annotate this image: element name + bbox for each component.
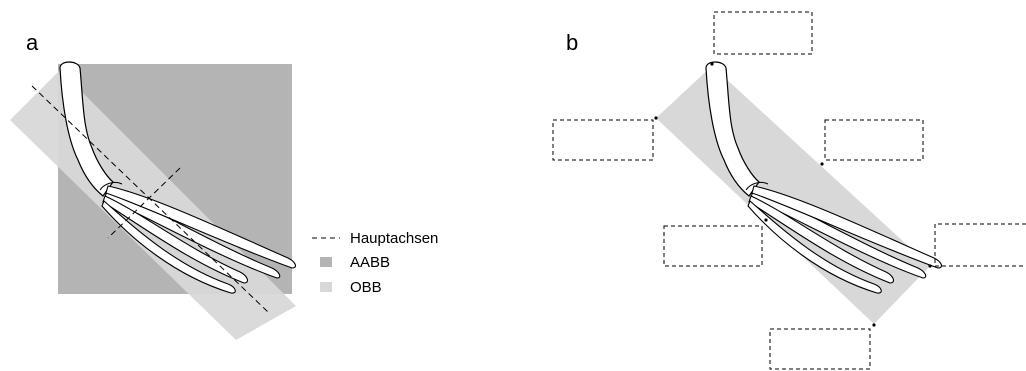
obb-point-bottom (872, 323, 876, 327)
subbox-bottom (769, 328, 871, 370)
obb-point-left (654, 116, 658, 120)
subbox-mid-right (824, 119, 924, 161)
obb-point-right (928, 264, 932, 268)
obb-point-mid-upper (820, 162, 824, 166)
panel-b: b (552, 11, 1026, 370)
subbox-mid-left (663, 225, 763, 267)
legend-item-aabb: AABB (320, 254, 390, 271)
panel-a: a (10, 30, 297, 340)
obb-point-top (710, 62, 714, 66)
subbox-right (934, 223, 1026, 267)
principal-axis-minor (107, 167, 181, 239)
legend-aabb-swatch-icon (320, 257, 332, 267)
legend-label-aabb: AABB (350, 254, 390, 271)
legend-obb-swatch-icon (320, 282, 332, 292)
subbox-left (552, 119, 654, 161)
panel-a-label: a (26, 30, 39, 55)
principal-axis-major (31, 85, 269, 313)
subbox-top (713, 11, 813, 55)
legend-item-obb: OBB (320, 279, 382, 296)
legend: Hauptachsen AABB OBB (312, 230, 438, 296)
panel-b-label: b (566, 30, 578, 55)
legend-label-axes: Hauptachsen (350, 230, 438, 247)
obb-point-mid-lower (764, 218, 768, 222)
legend-item-axes: Hauptachsen (312, 230, 438, 247)
obb-box-b (656, 66, 930, 324)
legend-label-obb: OBB (350, 279, 382, 296)
